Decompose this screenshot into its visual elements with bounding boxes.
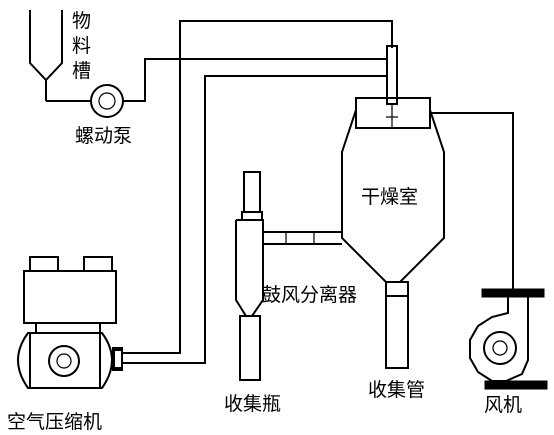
connecting-duct [263, 231, 342, 245]
cyclone-separator [235, 171, 264, 381]
exhaust-pipe [430, 112, 514, 294]
drying-chamber-label: 干燥室 [361, 186, 418, 208]
air-compressor [17, 256, 123, 389]
blower [469, 288, 548, 390]
collection-pipe-label: 收集管 [368, 379, 425, 401]
material-tank-label-2: 料 [72, 35, 91, 57]
material-tank-label-1: 物 [72, 10, 91, 32]
material-tank-label-3: 槽 [72, 60, 91, 82]
atomizer-nozzle [386, 45, 398, 128]
screw-pump-label: 螺动泵 [75, 125, 132, 147]
screw-pump [46, 84, 124, 118]
cyclone-separator-label: 鼓风分离器 [262, 284, 357, 306]
air-compressor-label: 空气压缩机 [7, 411, 102, 433]
drying-chamber [341, 97, 445, 369]
feed-pipes [122, 20, 393, 364]
collection-bottle-label: 收集瓶 [224, 393, 281, 415]
material-tank [29, 10, 63, 101]
blower-label: 风机 [484, 394, 522, 416]
